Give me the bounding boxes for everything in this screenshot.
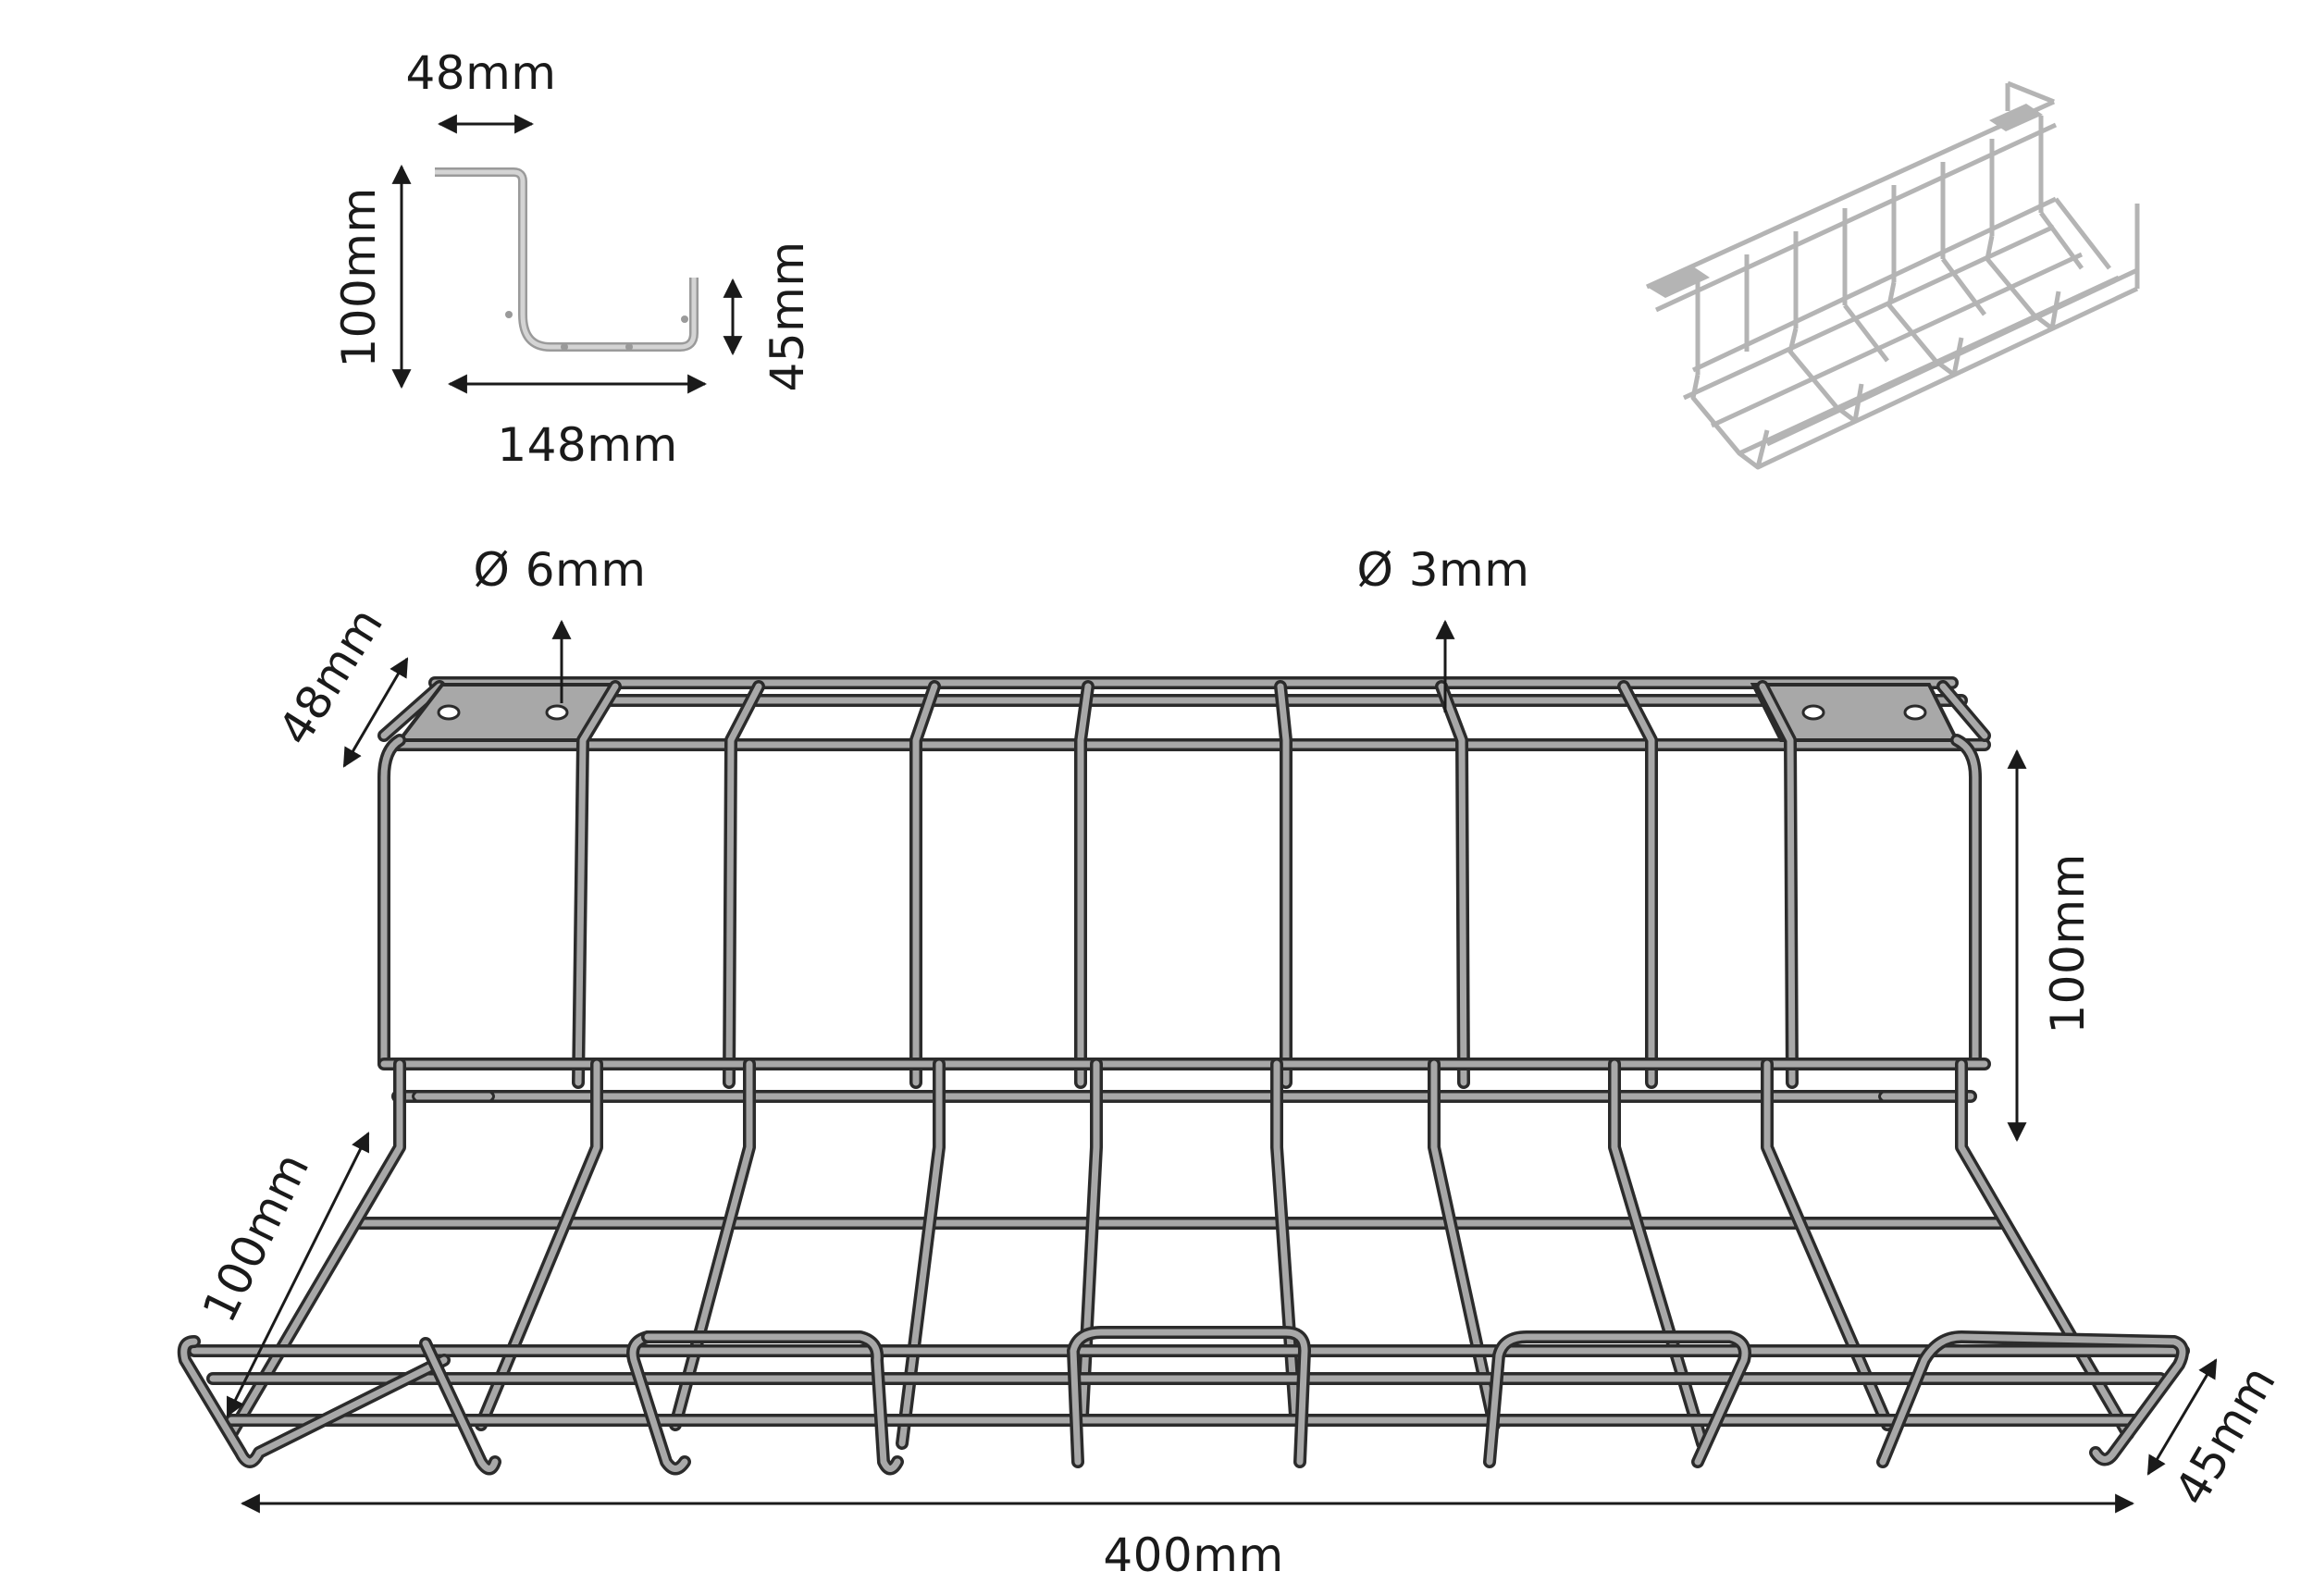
back-height-dimension: 100mm [2007,749,2095,1143]
length-label: 400mm [1103,1528,1283,1582]
profile-width-label: 48mm [405,46,556,100]
isometric-preview [1645,80,2140,470]
front-lip-loops [177,1326,2189,1476]
profile-base-dimension: 148mm [447,374,708,472]
profile-lip-label: 45mm [761,241,814,391]
floor-depth-label: 100mm [192,1144,320,1330]
cross-section-profile [435,167,699,352]
hole-diameter-callout: Ø 6mm [474,543,647,703]
front-lip-rails [188,1344,2190,1427]
length-dimension: 400mm [240,1493,2135,1582]
profile-height-dimension: 100mm [332,164,412,390]
hole-diameter-label: Ø 6mm [474,543,647,597]
profile-lip-dimension: 45mm [723,241,814,392]
profile-width-dimension: 48mm [405,46,556,134]
top-rails [377,676,1991,751]
bracket-depth-label: 48mm [268,598,394,754]
back-height-label: 100mm [2041,853,2095,1033]
profile-height-label: 100mm [332,187,386,367]
main-tray-drawing [177,676,2190,1476]
floor-wires [225,1058,2134,1450]
back-wall-frame [377,734,1982,1069]
mounting-bracket-right [1750,683,1960,742]
front-lip-label: 45mm [2164,1356,2286,1514]
profile-base-label: 148mm [497,418,677,472]
back-wall-bottom-rail [377,1058,1991,1103]
wire-diameter-callout: Ø 3mm [1357,543,1530,712]
back-wall-verticals [572,680,1799,1089]
wire-diameter-label: Ø 3mm [1357,543,1530,597]
